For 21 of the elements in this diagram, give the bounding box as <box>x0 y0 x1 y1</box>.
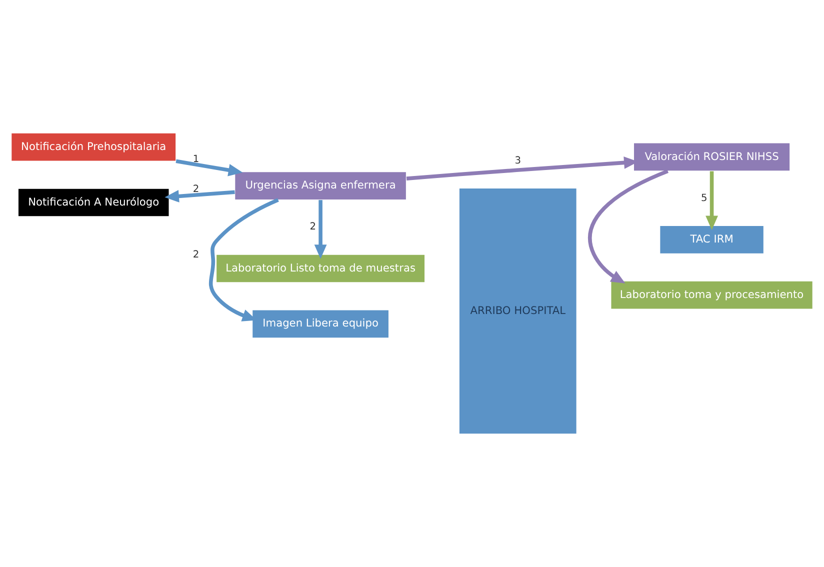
node-box: Laboratorio toma y procesamiento <box>610 280 814 310</box>
edge-label: 3 <box>514 155 522 166</box>
node-box: Laboratorio Listo toma de muestras <box>216 254 426 283</box>
edge-label: 1 <box>192 154 200 165</box>
arrow <box>208 198 279 322</box>
node-box: Imagen Libera equipo <box>252 310 390 338</box>
node-box: Urgencias Asigna enfermera <box>234 171 407 200</box>
arrow <box>588 169 669 284</box>
edge-label: 2 <box>192 184 200 196</box>
node-box: Notificación A Neurólogo <box>18 188 170 217</box>
arrow <box>164 190 235 202</box>
edge-label: 5 <box>701 192 708 204</box>
arrow <box>314 200 327 259</box>
node-box: Notificación Prehospitalaria <box>10 132 176 162</box>
node-box: ARRIBO HOSPITAL <box>458 188 578 434</box>
node-box: Valoración ROSIER NIHSS <box>633 142 790 172</box>
arrow <box>706 171 718 230</box>
edge-label: 2 <box>310 222 316 233</box>
node-box: TAC IRM <box>659 225 764 254</box>
arrow <box>176 159 243 176</box>
edge-label: 2 <box>192 249 200 260</box>
